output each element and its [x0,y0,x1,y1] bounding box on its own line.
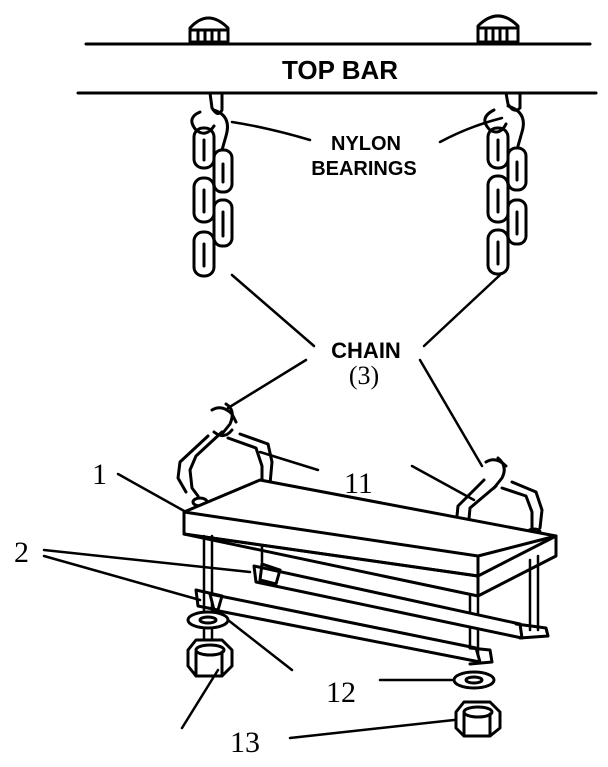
hanger-left [176,402,274,508]
nylon-bearing-leaders [230,116,504,144]
top-bar-label: TOP BAR [282,55,398,85]
bolt-head-right [476,14,520,44]
chain-left [190,91,234,278]
callout-12: 12 [326,676,356,709]
washer-left [186,610,230,630]
chain-right [483,91,528,276]
washer-right [452,670,496,690]
swing-seat [182,478,558,598]
nut-right [454,700,502,738]
seat-brace-bars [194,562,550,666]
callout-11: 11 [344,467,373,500]
callout-2: 2 [14,536,29,569]
chain-label-line1: CHAIN [331,338,401,363]
nylon-bearings-label-line1: NYLON [331,133,401,155]
callout-1: 1 [92,458,107,491]
bolt-head-left [188,16,230,44]
callout-leaders [42,450,476,740]
chain-leaders [226,273,502,468]
callout-13: 13 [230,726,260,759]
chain-label-line2: (3) [349,361,379,390]
nylon-bearings-label-line2: BEARINGS [311,158,417,180]
nut-left [186,638,234,678]
top-bar [76,42,598,95]
